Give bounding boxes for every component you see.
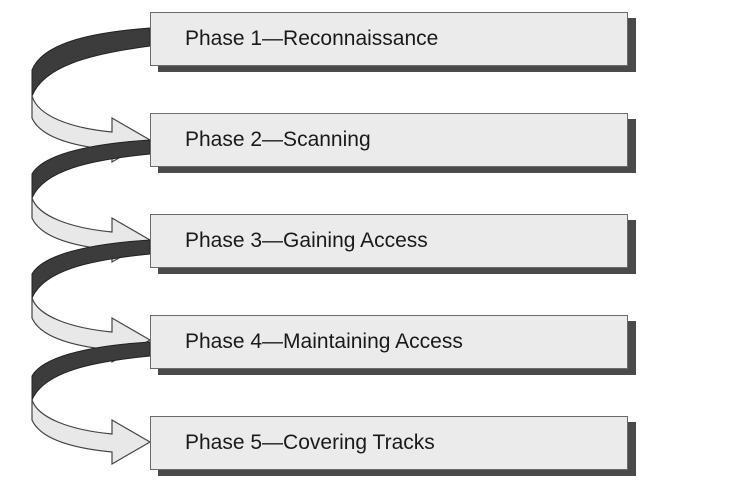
phase-2-label: Phase 2—Scanning — [185, 128, 371, 151]
phase-3-label: Phase 3—Gaining Access — [185, 229, 428, 252]
phase-2-box: Phase 2—Scanning — [150, 113, 628, 167]
phase-1-label: Phase 1—Reconnaissance — [185, 27, 439, 50]
phase-5-box: Phase 5—Covering Tracks — [150, 416, 628, 470]
phase-4-label: Phase 4—Maintaining Access — [185, 330, 463, 353]
phase-4-box: Phase 4—Maintaining Access — [150, 315, 628, 369]
phase-3-box: Phase 3—Gaining Access — [150, 214, 628, 268]
phase-5-label: Phase 5—Covering Tracks — [185, 431, 435, 454]
phase-1-box: Phase 1—Reconnaissance — [150, 12, 628, 66]
ribbon-arrow-4-to-5 — [31, 341, 152, 466]
